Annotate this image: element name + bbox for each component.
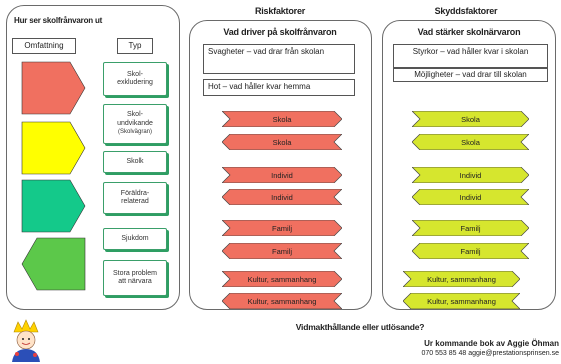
arrow-shape — [412, 243, 529, 259]
footer-contact: 070 553 85 48 aggie@prestationsprinsen.s… — [421, 350, 559, 357]
arrow-shape — [412, 189, 529, 205]
type-skolk: Skolk — [103, 151, 167, 173]
protect-heading: Skyddsfaktorer — [434, 6, 498, 16]
type-label: Skolk — [126, 157, 144, 165]
arrow-label: Kultur, sammanhang — [427, 296, 496, 306]
typ-header: Typ — [117, 38, 153, 54]
protect-arrow-4: Individ — [412, 189, 529, 205]
extent-shape-lightgreen — [21, 237, 86, 291]
type-skolundvikande: Skol- undvikande (Skolvägran) — [103, 104, 167, 144]
arrow-label: Familj — [460, 223, 481, 233]
type-foraldrarelaterad: Föräldra- relaterad — [103, 182, 167, 214]
risk-title: Vad driver på skolfrånvaron — [223, 27, 337, 37]
extent-shape-yellow — [21, 121, 86, 175]
risk-arrow-7: Kultur, sammanhang — [222, 271, 342, 287]
arrow-shape — [403, 293, 520, 309]
protect-title: Vad stärker skolnärvaron — [417, 27, 521, 37]
risk-weakness-box: Svagheter – vad drar från skolan — [203, 44, 355, 74]
protect-opportunity-box: Möjligheter – vad drar till skolan — [393, 68, 548, 82]
extent-shapes — [21, 61, 86, 291]
footer-book: Ur kommande bok av Aggie Öhman — [424, 339, 559, 348]
risk-panel — [189, 20, 372, 310]
protect-panel — [382, 20, 556, 310]
arrow-label: Familj — [460, 246, 481, 256]
protect-arrow-5: Familj — [412, 220, 529, 236]
risk-arrow-4: Individ — [222, 189, 342, 205]
arrow-shape — [412, 111, 529, 127]
risk-arrow-6: Familj — [222, 243, 342, 259]
arrow-label: Familj — [272, 223, 292, 233]
type-stora-problem: Stora problem att närvara — [103, 260, 167, 296]
absence-title: Hur ser skolfrånvaron ut — [14, 16, 103, 25]
risk-heading: Riskfaktorer — [254, 6, 306, 16]
arrow-shape — [403, 271, 520, 287]
type-label: Skol- undvikande — [117, 111, 153, 127]
protect-arrow-3: Individ — [412, 167, 529, 183]
arrow-shape — [222, 111, 342, 127]
arrow-label: Kultur, sammanhang — [247, 274, 317, 284]
risk-threat-box: Hot – vad håller kvar hemma — [203, 79, 355, 96]
omfattning-header: Omfattning — [12, 38, 76, 54]
arrow-shape — [222, 167, 342, 183]
risk-arrow-5: Familj — [222, 220, 342, 236]
type-label: Sjukdom — [121, 234, 149, 242]
risk-arrow-3: Individ — [222, 167, 342, 183]
extent-shape-red — [21, 61, 86, 115]
type-sjukdom: Sjukdom — [103, 228, 167, 250]
type-sublabel: (Skolvägran) — [117, 129, 152, 136]
arrow-label: Individ — [271, 192, 293, 202]
type-label: Skol- exkludering — [117, 70, 153, 87]
arrow-label: Skola — [461, 114, 480, 124]
arrow-label: Skola — [272, 137, 292, 147]
arrow-shape — [412, 220, 529, 236]
extent-shape-green — [21, 179, 86, 233]
protect-arrow-2: Skola — [412, 134, 529, 150]
arrow-label: Individ — [271, 170, 293, 180]
arrow-shape — [222, 134, 342, 150]
arrow-shape — [222, 271, 342, 287]
protect-arrow-1: Skola — [412, 111, 529, 127]
protect-arrow-6: Familj — [412, 243, 529, 259]
footer-question: Vidmakthållande eller utlösande? — [295, 322, 425, 332]
arrow-label: Skola — [272, 114, 292, 124]
arrow-label: Individ — [459, 170, 482, 180]
arrow-shape — [222, 293, 342, 309]
protect-arrow-7: Kultur, sammanhang — [403, 271, 520, 287]
arrow-shape — [222, 220, 342, 236]
protect-arrow-8: Kultur, sammanhang — [403, 293, 520, 309]
type-label: Föräldra- relaterad — [120, 189, 150, 206]
arrow-shape — [412, 134, 529, 150]
arrow-label: Kultur, sammanhang — [427, 274, 496, 284]
type-label: Stora problem att närvara — [113, 269, 157, 286]
risk-arrow-8: Kultur, sammanhang — [222, 293, 342, 309]
type-skolexkludering: Skol- exkludering — [103, 62, 167, 96]
arrow-shape — [222, 189, 342, 205]
arrow-label: Skola — [461, 137, 480, 147]
arrow-label: Kultur, sammanhang — [247, 296, 317, 306]
arrow-label: Familj — [272, 246, 292, 256]
prince-logo — [12, 319, 40, 362]
risk-arrow-1: Skola — [222, 111, 342, 127]
absence-panel — [6, 5, 180, 310]
arrow-shape — [222, 243, 342, 259]
arrow-label: Individ — [459, 192, 482, 202]
risk-arrow-2: Skola — [222, 134, 342, 150]
arrow-shape — [412, 167, 529, 183]
protect-strength-box: Styrkor – vad håller kvar i skolan — [393, 44, 548, 68]
